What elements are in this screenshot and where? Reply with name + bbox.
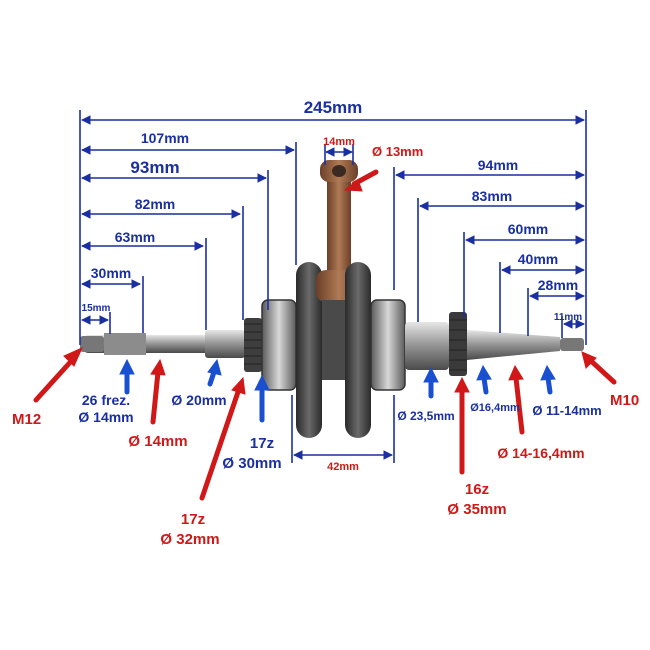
dim-rod-hole: Ø 13mm — [372, 144, 423, 159]
dim-left-107: 107mm — [141, 130, 189, 146]
callout-web-width: 42mm — [327, 461, 359, 473]
callout-d23-5: Ø 23,5mm — [397, 409, 454, 423]
callout-arrows — [33, 169, 617, 501]
right-crank-web — [345, 262, 371, 438]
callout-d11-14: Ø 11-14mm — [532, 403, 601, 418]
dim-right-11: 11mm — [554, 312, 582, 323]
crankshaft-image — [80, 160, 584, 438]
dim-right-28: 28mm — [538, 277, 578, 293]
dim-overall: 245mm — [304, 98, 363, 117]
callout-17z32-1: 17z — [181, 511, 205, 528]
labels: 245mm 14mm Ø 13mm 107mm 93mm 82mm 63mm 3… — [12, 98, 639, 548]
left-thread — [80, 336, 104, 352]
right-gear — [449, 312, 467, 376]
callout-16z-1: 16z — [465, 481, 489, 498]
callout-17z-2: Ø 30mm — [222, 455, 281, 472]
left-crank-web — [296, 262, 322, 438]
callout-frez-1: 26 frez. — [82, 392, 130, 408]
left-collar — [205, 330, 245, 358]
callout-d16-4: Ø16,4mm — [470, 402, 520, 414]
left-bearing — [262, 300, 296, 390]
right-collar — [405, 322, 449, 370]
dim-left-15: 15mm — [82, 303, 111, 314]
left-spline — [104, 333, 146, 355]
dim-right-60: 60mm — [508, 221, 548, 237]
dim-right-40: 40mm — [518, 251, 558, 267]
connecting-rod — [327, 170, 351, 300]
callout-16z-2: Ø 35mm — [447, 501, 506, 518]
callout-m10: M10 — [610, 392, 639, 409]
dim-rod-width: 14mm — [323, 136, 355, 148]
callout-d14-16-4: Ø 14-16,4mm — [497, 445, 584, 461]
dimension-lines — [79, 110, 587, 463]
callout-d14: Ø 14mm — [128, 433, 187, 450]
right-taper-shaft — [467, 330, 560, 360]
callout-17z32-2: Ø 32mm — [160, 531, 219, 548]
right-bearing — [371, 300, 405, 390]
dim-left-93: 93mm — [130, 158, 179, 177]
callout-d20: Ø 20mm — [171, 392, 226, 408]
callout-m12: M12 — [12, 411, 41, 428]
dim-left-82: 82mm — [135, 196, 175, 212]
dim-right-94: 94mm — [478, 157, 518, 173]
dim-left-63: 63mm — [115, 229, 155, 245]
callout-17z-1: 17z — [250, 435, 274, 452]
right-thread — [560, 338, 584, 351]
dim-right-83: 83mm — [472, 188, 512, 204]
callout-frez-2: Ø 14mm — [78, 409, 133, 425]
dim-left-30: 30mm — [91, 265, 131, 281]
